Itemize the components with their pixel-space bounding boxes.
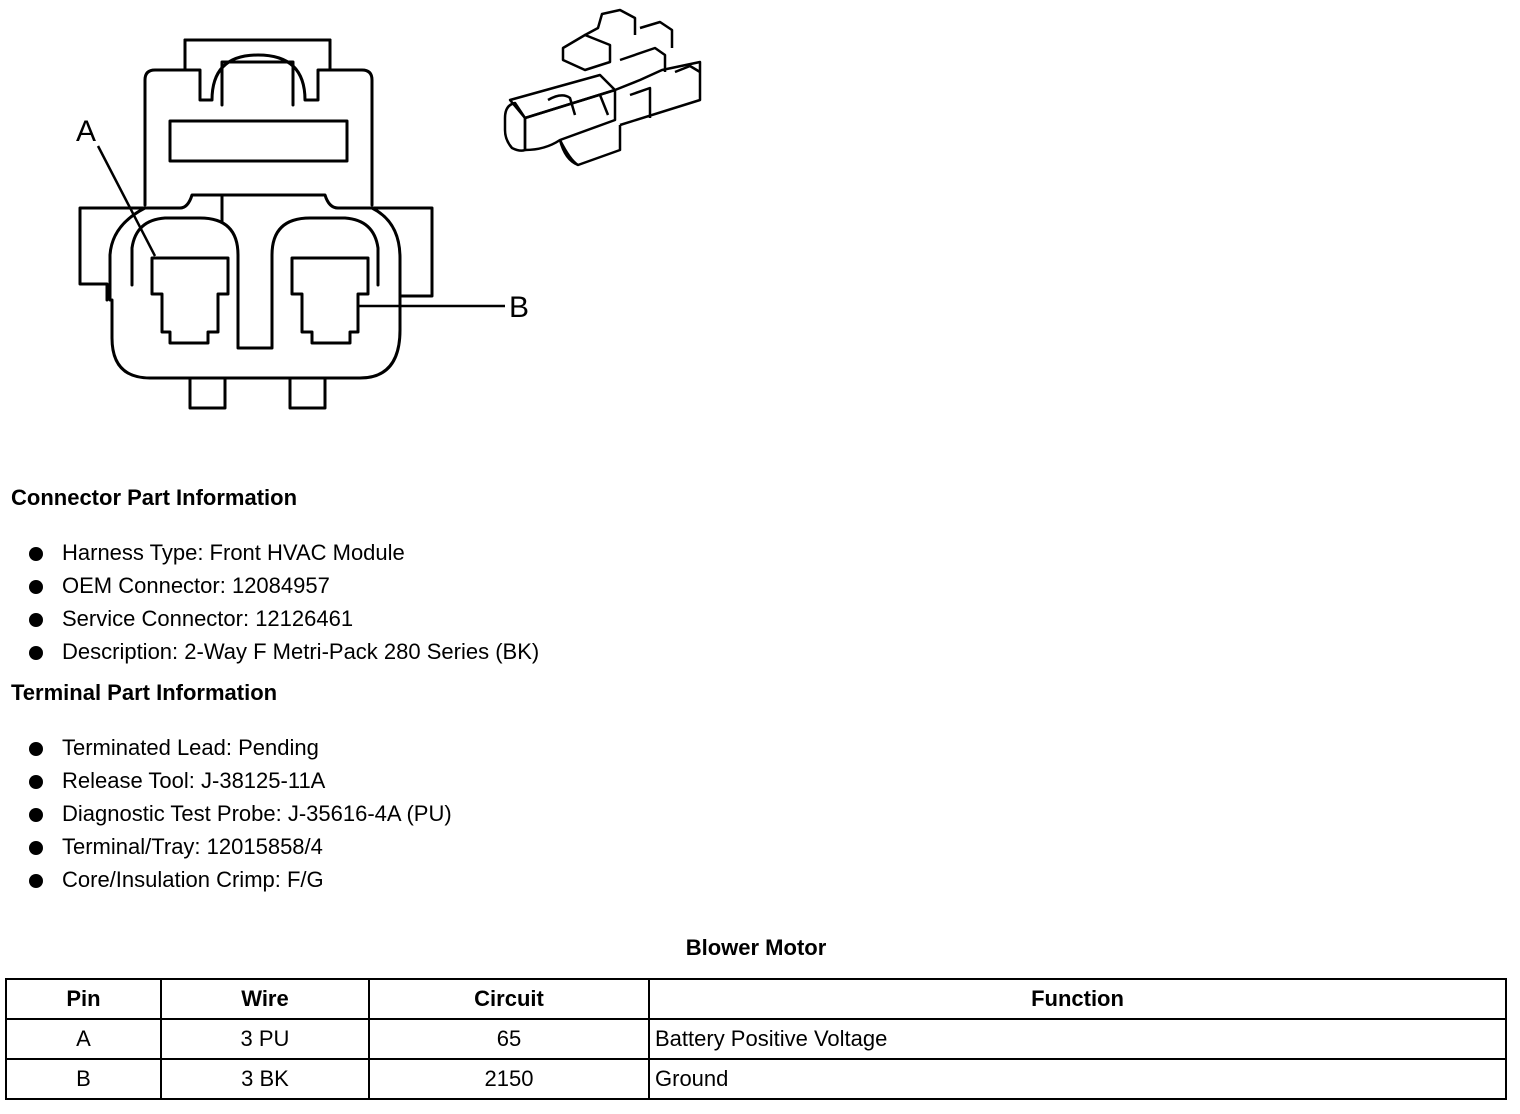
release-tool: Release Tool: J-38125-11A	[62, 768, 326, 793]
list-item: Core/Insulation Crimp: F/G	[0, 867, 452, 900]
center-wall	[130, 216, 380, 350]
bullet-icon	[29, 775, 43, 789]
header-wire: Wire	[160, 978, 370, 1020]
bullet-icon	[29, 874, 43, 888]
pin-label-b: B	[509, 291, 529, 324]
header-pin: Pin	[5, 978, 162, 1020]
cell-function: Battery Positive Voltage	[648, 1018, 1507, 1060]
list-item: OEM Connector: 12084957	[0, 573, 539, 606]
terminal-info-list: Terminated Lead: Pending Release Tool: J…	[0, 735, 452, 900]
bottom-pin-right	[288, 376, 327, 410]
terminal-part-info-heading: Terminal Part Information	[11, 680, 278, 705]
right-ear	[370, 206, 434, 298]
cell-pin: A	[5, 1018, 162, 1060]
bullet-icon	[29, 841, 43, 855]
bullet-icon	[29, 613, 43, 627]
bullet-icon	[29, 742, 43, 756]
terminated-lead: Terminated Lead: Pending	[62, 735, 319, 760]
connector-info-list: Harness Type: Front HVAC Module OEM Conn…	[0, 540, 539, 672]
pin-table: Pin Wire Circuit Function A 3 PU 65 Batt…	[5, 978, 1507, 1100]
connector-part-info-heading: Connector Part Information	[11, 485, 298, 510]
table-header-row: Pin Wire Circuit Function	[5, 978, 1507, 1020]
latch-slot	[220, 60, 295, 107]
terminal-tray: Terminal/Tray: 12015858/4	[62, 834, 323, 859]
cell-pin: B	[5, 1058, 162, 1100]
list-item: Service Connector: 12126461	[0, 606, 539, 639]
leader-line-a	[96, 145, 157, 257]
cell-circuit: 2150	[368, 1058, 650, 1100]
header-function: Function	[648, 978, 1507, 1020]
connector-face	[108, 193, 402, 380]
bullet-icon	[29, 547, 43, 561]
table-row: B 3 BK 2150 Ground	[5, 1058, 1507, 1100]
list-item: Diagnostic Test Probe: J-35616-4A (PU)	[0, 801, 452, 834]
cell-wire: 3 PU	[160, 1018, 370, 1060]
connector-3d-view	[503, 8, 702, 167]
service-connector: Service Connector: 12126461	[62, 606, 354, 631]
connector-description: Description: 2-Way F Metri-Pack 280 Seri…	[62, 639, 540, 664]
header-circuit: Circuit	[368, 978, 650, 1020]
latch-crossbar	[168, 119, 349, 163]
table-title: Blower Motor	[685, 935, 827, 960]
harness-type: Harness Type: Front HVAC Module	[62, 540, 405, 565]
cell-function: Ground	[648, 1058, 1507, 1100]
cell-circuit: 65	[368, 1018, 650, 1060]
list-item: Terminal/Tray: 12015858/4	[0, 834, 452, 867]
diagnostic-test-probe: Diagnostic Test Probe: J-35616-4A (PU)	[62, 801, 452, 826]
core-insulation-crimp: Core/Insulation Crimp: F/G	[62, 867, 324, 892]
cavity-a	[150, 256, 230, 345]
bullet-icon	[29, 646, 43, 660]
bullet-icon	[29, 808, 43, 822]
connector-latch	[183, 38, 332, 102]
list-item: Release Tool: J-38125-11A	[0, 768, 452, 801]
bullet-icon	[29, 580, 43, 594]
left-ear	[78, 206, 147, 302]
list-item: Terminated Lead: Pending	[0, 735, 452, 768]
cavity-b	[290, 256, 370, 345]
list-item: Harness Type: Front HVAC Module	[0, 540, 539, 573]
bottom-pin-left	[188, 376, 227, 410]
list-item: Description: 2-Way F Metri-Pack 280 Seri…	[0, 639, 539, 672]
table-row: A 3 PU 65 Battery Positive Voltage	[5, 1018, 1507, 1060]
oem-connector: OEM Connector: 12084957	[62, 573, 330, 598]
pin-label-a: A	[76, 115, 96, 148]
connector-diagram: A B	[76, 8, 702, 410]
cell-wire: 3 BK	[160, 1058, 370, 1100]
